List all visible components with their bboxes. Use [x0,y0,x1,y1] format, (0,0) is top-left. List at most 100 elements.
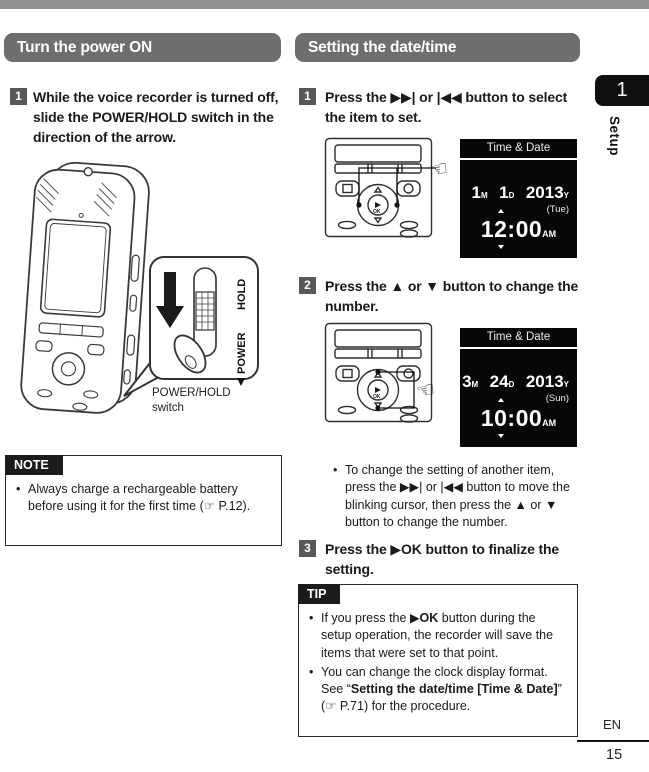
lcd-title: Time & Date [486,331,551,343]
blinking-cursor-digit: 2 [494,209,507,249]
section-header-setting-date-time: Setting the date/time [295,33,580,62]
month-suffix: M [471,380,479,389]
language-label: EN [603,717,622,732]
stop-button [335,365,360,382]
panel-body [324,322,433,423]
lcd-title: Time & Date [486,142,551,154]
page-top-bar [0,0,649,9]
step-number-badge: 1 [10,88,27,105]
recorder-body [20,161,150,414]
hour-digit: 0 [494,405,508,431]
chapter-number-tab: 1 [595,75,649,106]
month-suffix: M [481,191,488,200]
button-panel-illustration-ff-rew: OK ☜ [324,137,450,238]
day-suffix: D [508,191,515,200]
stop-button [335,180,360,197]
ampm-label: AM [542,229,557,239]
direction-arrowhead-icon [237,378,245,386]
switch-knob [195,291,215,331]
tip-text: If you press the ▶OK button during the s… [321,610,567,662]
up-arrow-mark [373,371,383,378]
day-value: 24 [489,372,509,391]
lcd-date-row: 3M 24D 2013Y [462,372,569,392]
tip-text-part: You can change the clock display format.… [321,664,548,696]
year-value: 2013 [525,372,564,391]
year-suffix: Y [563,191,569,200]
lcd-title-rule [460,347,577,349]
power-label: POWER [236,332,248,374]
weekday-value: (Sun) [545,393,569,404]
caption-line: switch [152,401,184,414]
hold-label: HOLD [236,279,248,310]
cursor-down-arrow-icon [497,245,504,249]
chapter-label: Setup [607,116,622,157]
section-title: Turn the power ON [17,39,152,56]
button-panel-illustration-up-down: OK ☜ [324,322,437,423]
step-text-part: switch in the direction of the arrow. [33,109,274,146]
year-value: 2013 [525,183,564,202]
weekday-value: (Tue) [546,204,569,215]
step2-note-bullet: • To change the setting of another item,… [333,462,580,531]
cursor-down-arrow-icon [497,434,504,438]
panel-body [324,137,433,238]
pointing-hand-icon: ☜ [414,377,437,403]
voice-recorder-illustration: HOLD POWER [20,161,259,414]
step-instruction: While the voice recorder is turned off, … [33,87,285,147]
ok-label: OK [373,209,381,215]
section-title: Setting the date/time [308,39,457,56]
button-name-label: ▶OK [409,611,439,625]
side-switch [130,254,140,282]
year-suffix: Y [563,380,569,389]
note-box: NOTE • Always charge a rechargeable batt… [5,455,282,546]
play-icon [375,387,381,393]
tip-bullet: • If you press the ▶OK button during the… [309,610,567,662]
tip-text-part: If you press the [321,611,410,625]
up-arrow-mark [373,186,383,193]
lcd-date-row: 1M 1D 2013Y [472,183,569,203]
day-value: 1 [499,183,509,202]
tip-text-part: ” (☞ P.71) for the procedure. [321,682,562,714]
lcd-title-rule [460,158,577,160]
hour-digit: 1 [480,405,495,431]
slide-direction-arrow-icon [156,272,184,328]
cursor-up-arrow-icon [497,398,504,402]
hour-digit: 1 [480,216,495,242]
minutes-value: :00 [507,216,543,242]
tip-tab: TIP [298,584,341,604]
month-value: 1 [471,183,481,202]
page-number: 15 [606,747,623,763]
ampm-label: AM [542,418,557,428]
bullet-marker: • [16,482,21,496]
month-value: 3 [462,372,472,391]
record-button [396,180,421,197]
section-header-turn-power-on: Turn the power ON [4,33,281,62]
footer-divider [577,740,649,742]
note-bullet: • Always charge a rechargeable battery b… [16,481,271,516]
fingertip-icon [173,334,207,374]
down-press-point [375,405,381,411]
note-text: Always charge a rechargeable battery bef… [28,482,251,514]
bullet-marker: • [333,463,338,477]
tip-box: TIP • If you press the ▶OK button during… [298,584,578,737]
ff-press-point [394,202,400,208]
step-text-part: While the voice recorder is turned off, … [33,89,279,126]
step-instruction: Press the ▶▶| or |◀◀ button to select th… [325,89,568,126]
up-press-point [375,369,381,375]
step-number-badge: 1 [299,88,316,105]
record-button [396,365,421,382]
tip-bullet: • You can change the clock display forma… [309,664,567,716]
down-arrow-mark [373,402,383,409]
highlight-lines [358,167,436,205]
rew-press-point [356,202,362,208]
tip-text: You can change the clock display format.… [321,664,567,716]
mic-grill-icon [35,178,117,217]
power-hold-callout: HOLD POWER [123,256,259,397]
step2-note-text: To change the setting of another item, p… [345,463,570,529]
tip-text-part: button during the setup operation, the r… [321,611,554,660]
step-number-badge: 3 [299,540,316,557]
